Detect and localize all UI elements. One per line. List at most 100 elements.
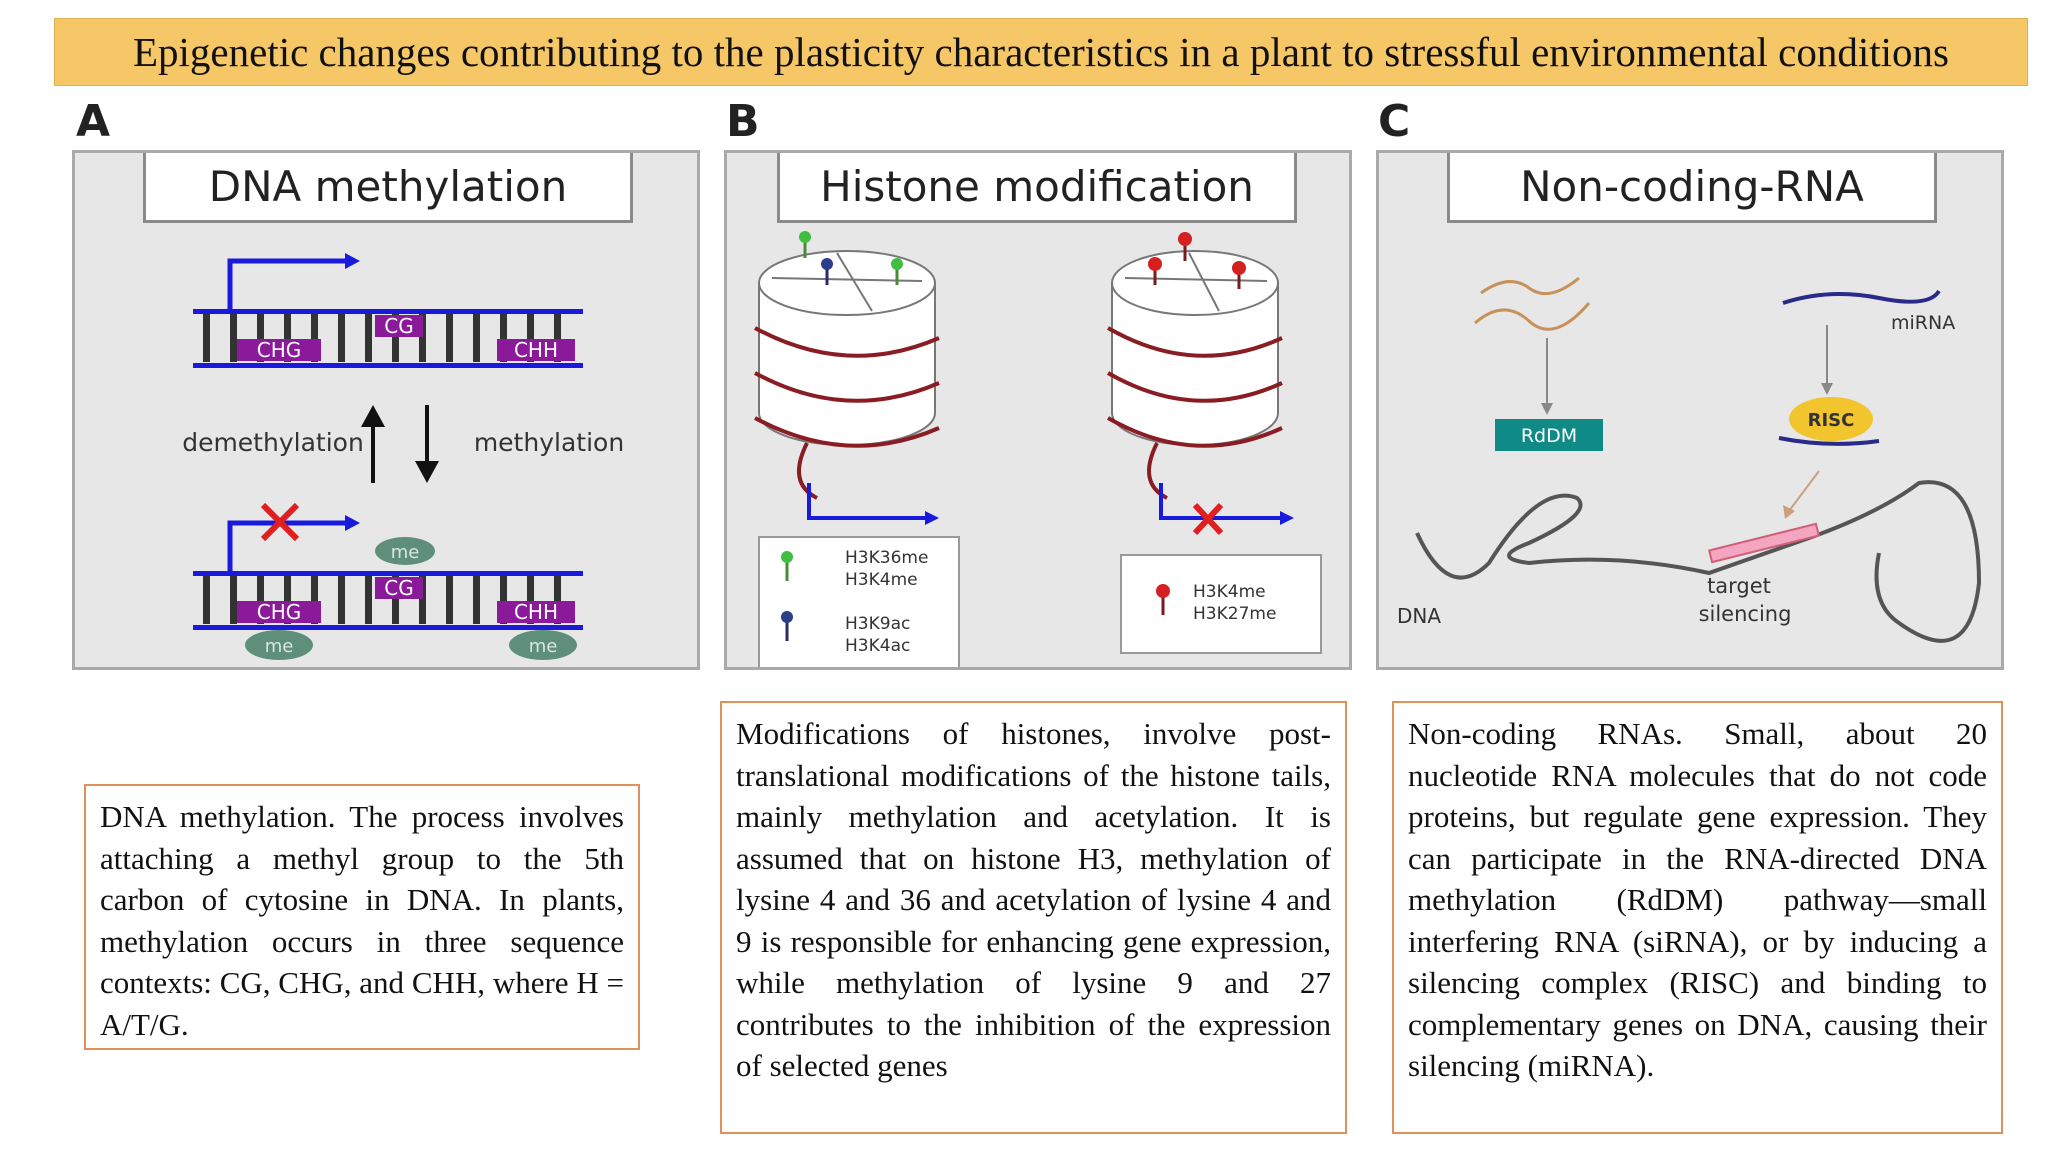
dna-rung — [338, 314, 345, 362]
legend-left: H3K36me H3K4me H3K9ac H3K4ac — [758, 536, 960, 667]
cg-box-bottom — [375, 577, 423, 599]
green-mark-pin — [799, 231, 811, 258]
methyl-group-chg — [245, 630, 313, 660]
dna-rung — [473, 314, 480, 362]
dna-rung — [554, 576, 561, 624]
panel-c-title: Non-coding-RNA — [1447, 153, 1937, 223]
panel-c-non-coding-rna: Non-coding-RNA RdDM miRNA RISC DNA targe… — [1376, 150, 2004, 670]
rddm-box — [1495, 419, 1603, 451]
panel-b-title: Histone modification — [777, 153, 1297, 223]
me-label-cg: me — [391, 542, 420, 563]
ncrna-diagram: RdDM miRNA RISC DNA target silencing — [1397, 276, 1982, 643]
legend-blue-2: H3K4ac — [845, 636, 910, 656]
dna-bottom-strand: me CG CHG CHH me me — [193, 502, 583, 660]
dna-rung — [203, 314, 210, 362]
dna-rung — [284, 314, 291, 362]
dna-rung — [257, 314, 264, 362]
dna-rung — [419, 576, 426, 624]
me-label-chg: me — [265, 636, 294, 657]
chh-label-top: CHH — [514, 338, 558, 362]
chg-box-top — [237, 339, 321, 361]
risc-arrow — [1788, 470, 1820, 512]
methyl-group-chh — [509, 630, 577, 660]
dna-rung — [473, 576, 480, 624]
panel-b-letter: B — [726, 96, 760, 147]
chg-label-bottom: CHG — [257, 600, 302, 624]
green-mark-pin-2 — [891, 258, 903, 285]
dna-rung — [338, 576, 345, 624]
transcription-arrow-active — [227, 258, 345, 311]
cg-box-top — [375, 315, 423, 337]
dna-rung — [230, 576, 237, 624]
figure-title: Epigenetic changes contributing to the p… — [54, 18, 2028, 86]
dna-rung — [500, 576, 507, 624]
legend-red-2: H3K27me — [1193, 604, 1276, 624]
dna-rung — [392, 314, 399, 362]
dna-rung — [554, 314, 561, 362]
dna-rung — [365, 314, 372, 362]
red-mark-pin-1 — [1178, 232, 1192, 261]
panel-a-title: DNA methylation — [143, 153, 633, 223]
chh-label-bottom: CHH — [514, 600, 558, 624]
panel-a-letter: A — [76, 96, 111, 147]
mirna-strand — [1782, 289, 1941, 305]
panel-c-letter: C — [1378, 96, 1411, 147]
legend-green-2: H3K4me — [845, 570, 918, 590]
dna-rung — [446, 314, 453, 362]
chg-box-bottom — [237, 601, 321, 623]
demethylation-label: demethylation — [182, 428, 364, 457]
dna-rung — [419, 314, 426, 362]
cg-label-bottom: CG — [384, 576, 413, 600]
caption-a: DNA methylation. The process involves at… — [84, 784, 640, 1050]
chh-box-bottom — [497, 601, 575, 623]
dna-rung — [365, 576, 372, 624]
risc-label: RISC — [1808, 410, 1855, 431]
dna-rung — [230, 314, 237, 362]
legend-green-1: H3K36me — [845, 548, 928, 568]
red-mark-pin-2 — [1148, 257, 1162, 285]
dna-rung — [527, 314, 534, 362]
red-cross-b — [1192, 502, 1224, 536]
panel-b-histone-modification: Histone modification — [724, 150, 1352, 670]
target-label-line1: target — [1707, 574, 1771, 598]
mirna-label: miRNA — [1891, 312, 1955, 334]
dna-rung — [203, 576, 210, 624]
panel-a-dna-methylation: DNA methylation CG CHG CHH demethylation… — [72, 150, 700, 670]
blue-mark-pin — [821, 258, 833, 285]
red-cross-a — [260, 502, 300, 542]
red-mark-pin-3 — [1232, 261, 1246, 289]
dna-rung — [311, 576, 318, 624]
legend-blue-1: H3K9ac — [845, 614, 910, 634]
methylation-arrow — [415, 405, 439, 483]
dna-rung — [527, 576, 534, 624]
caption-c: Non-coding RNAs. Small, about 20 nucleot… — [1392, 701, 2003, 1134]
dna-top-strand: CG CHG CHH — [193, 253, 583, 368]
me-label-chh: me — [529, 636, 558, 657]
legend-red-1: H3K4me — [1193, 582, 1266, 602]
dna-rung — [392, 576, 399, 624]
dna-rung — [446, 576, 453, 624]
transcription-arrow-blocked-b — [1159, 483, 1282, 520]
caption-b: Modifications of histones, involve post-… — [720, 701, 1347, 1134]
legend-right: H3K4me H3K27me — [1120, 554, 1322, 654]
transcription-arrow-active-b — [807, 483, 927, 520]
cg-label-top: CG — [384, 314, 413, 338]
nucleosome-repressed — [1107, 232, 1294, 536]
sirna-strand-1 — [1480, 276, 1580, 296]
target-label-line2: silencing — [1699, 602, 1792, 626]
rddm-label: RdDM — [1521, 425, 1577, 447]
risc-complex — [1789, 397, 1873, 441]
transcription-arrow-blocked — [227, 520, 345, 573]
dna-rung — [257, 576, 264, 624]
histone-diagram: H3K36me H3K4me H3K9ac H3K4ac H3K4me H3K2… — [754, 231, 1322, 667]
dna-rung — [284, 576, 291, 624]
dna-rung — [500, 314, 507, 362]
methyl-group-cg — [375, 537, 435, 565]
demethylation-arrow — [361, 405, 385, 483]
chh-box-top — [497, 339, 575, 361]
dna-rung — [311, 314, 318, 362]
dna-label: DNA — [1397, 604, 1441, 628]
methylation-label: methylation — [474, 428, 624, 457]
dna-methylation-diagram: CG CHG CHH demethylation methylation — [182, 253, 624, 660]
chg-label-top: CHG — [257, 338, 302, 362]
